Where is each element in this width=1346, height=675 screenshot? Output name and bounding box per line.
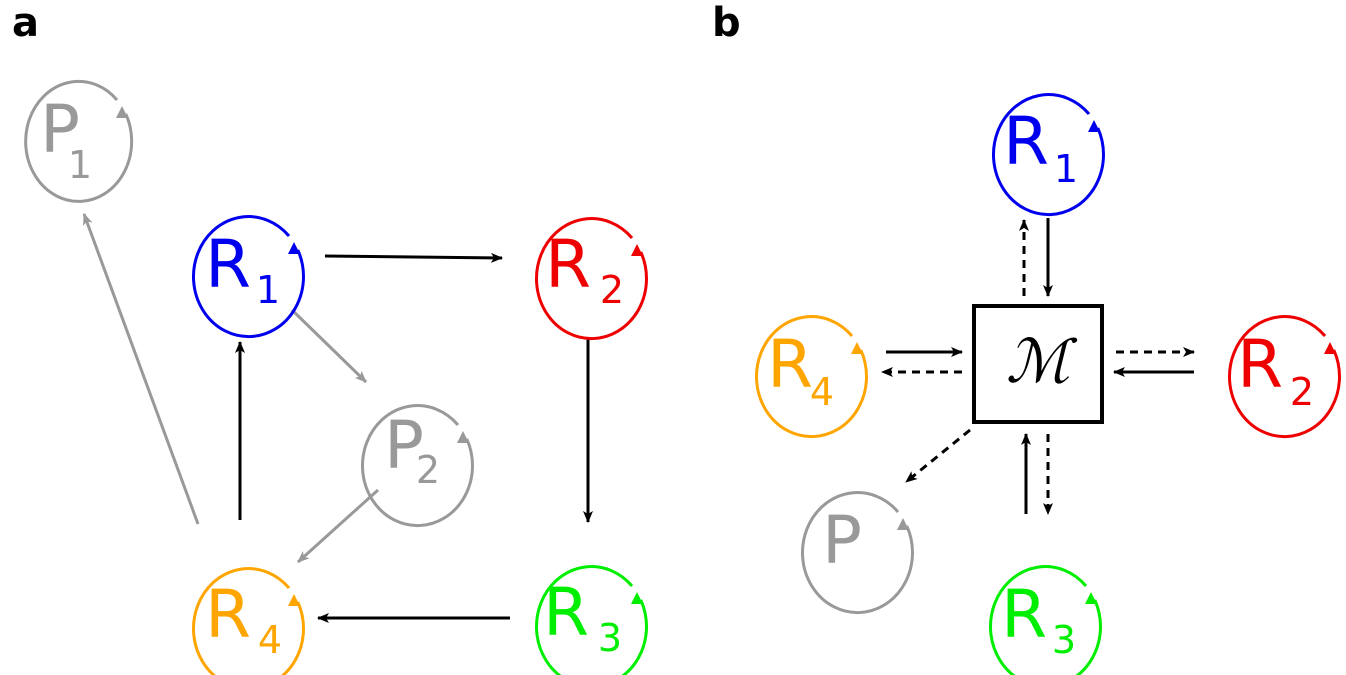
node-r2-letter: R bbox=[545, 226, 591, 303]
self-loop-arrowhead-b-r1 bbox=[1088, 120, 1100, 132]
node-p2: P 2 bbox=[361, 404, 474, 528]
node-b-r1-letter: R bbox=[1003, 103, 1049, 180]
node-p1-letter: P bbox=[40, 91, 80, 168]
node-b-r3-sub: 3 bbox=[1052, 618, 1076, 662]
hub-box bbox=[972, 304, 1104, 424]
self-loop-p1 bbox=[24, 79, 134, 203]
node-r4-letter: R bbox=[205, 576, 251, 653]
self-loop-b-r4 bbox=[755, 315, 868, 439]
hub-symbol: ℳ bbox=[1006, 327, 1078, 397]
self-loop-b-r1 bbox=[992, 93, 1105, 217]
self-loop-p2 bbox=[361, 404, 474, 528]
node-b-r4: R 4 bbox=[755, 315, 868, 439]
self-loop-arrowhead-b-r2 bbox=[1324, 342, 1336, 354]
edge-r1-r2 bbox=[324, 252, 503, 263]
hub-m: ℳ bbox=[972, 304, 1104, 424]
node-r2-sub: 2 bbox=[600, 268, 624, 312]
self-loop-arrowhead-r2 bbox=[631, 244, 643, 256]
node-b-r4-sub: 4 bbox=[810, 370, 834, 414]
self-loop-b-p bbox=[801, 491, 914, 615]
node-r3: R 3 bbox=[535, 565, 648, 675]
edge-p2-r4 bbox=[296, 488, 380, 564]
self-loop-arrowhead-r3 bbox=[631, 592, 643, 604]
self-loop-r4 bbox=[192, 567, 305, 675]
node-r1-letter: R bbox=[205, 226, 251, 303]
self-loop-arrowhead-b-r4 bbox=[851, 342, 863, 354]
self-loop-arrowhead-b-r3 bbox=[1085, 592, 1097, 604]
node-r3-sub: 3 bbox=[598, 616, 622, 660]
edge-r1-p2 bbox=[290, 308, 368, 384]
self-loop-arrowhead-b-p bbox=[897, 518, 909, 530]
node-b-p-letter: P bbox=[822, 502, 862, 579]
node-p2-letter: P bbox=[384, 407, 424, 484]
self-loop-arrowhead-p2 bbox=[457, 431, 469, 443]
node-r1: R 1 bbox=[192, 215, 305, 339]
self-loop-b-r3 bbox=[989, 565, 1102, 675]
self-loop-arrowhead-r1 bbox=[288, 242, 300, 254]
node-b-r2: R 2 bbox=[1228, 315, 1341, 439]
self-loop-r3 bbox=[535, 565, 648, 675]
node-p2-sub: 2 bbox=[416, 448, 440, 492]
node-b-r1: R 1 bbox=[992, 93, 1105, 217]
node-b-r2-letter: R bbox=[1237, 326, 1283, 403]
node-b-r2-sub: 2 bbox=[1290, 370, 1314, 414]
node-r4-sub: 4 bbox=[258, 618, 282, 662]
node-b-r3: R 3 bbox=[989, 565, 1102, 675]
node-b-r3-letter: R bbox=[1001, 576, 1047, 653]
panel-b-label: b bbox=[712, 0, 741, 46]
self-loop-arrowhead-r4 bbox=[288, 594, 300, 606]
edge-r4-p1 bbox=[82, 213, 200, 525]
node-r2: R 2 bbox=[535, 217, 648, 341]
node-b-r4-letter: R bbox=[767, 326, 813, 403]
node-b-r1-sub: 1 bbox=[1054, 147, 1078, 191]
node-b-p: P bbox=[801, 491, 914, 615]
self-loop-r1 bbox=[192, 215, 305, 339]
node-r1-sub: 1 bbox=[256, 268, 280, 312]
panel-a-label: a bbox=[12, 0, 39, 46]
self-loop-b-r2 bbox=[1228, 315, 1341, 439]
edge-m-to-p bbox=[905, 428, 971, 484]
node-p1-sub: 1 bbox=[68, 143, 92, 187]
node-p1: P 1 bbox=[24, 79, 134, 203]
node-r3-letter: R bbox=[543, 574, 589, 651]
self-loop-r2 bbox=[535, 217, 648, 341]
node-r4: R 4 bbox=[192, 567, 305, 675]
self-loop-arrowhead-p1 bbox=[116, 106, 128, 118]
